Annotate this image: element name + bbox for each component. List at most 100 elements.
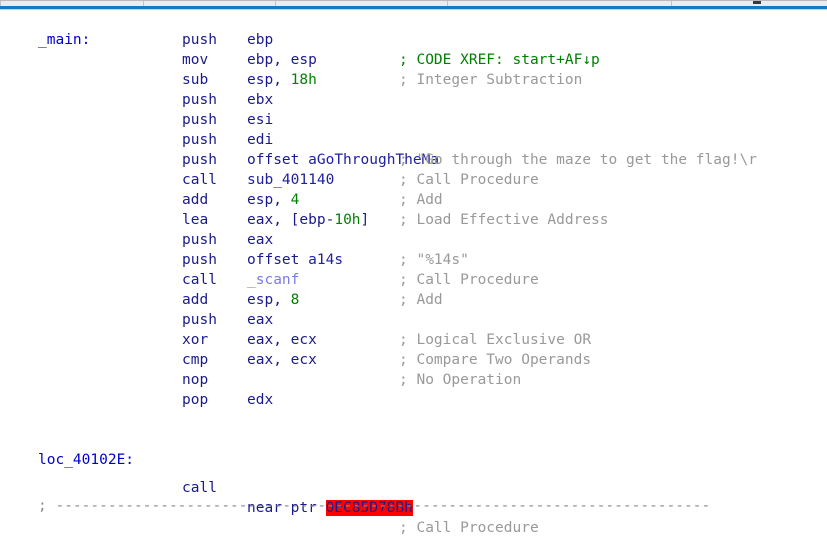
instruction-mnemonic[interactable]: lea: [182, 212, 209, 228]
instruction-mnemonic[interactable]: push: [182, 152, 217, 168]
instruction-row[interactable]: nop ; No Operation: [0, 370, 827, 390]
instruction-comment: ; No Operation: [399, 372, 522, 388]
instruction-operands[interactable]: eax, ecx: [247, 350, 317, 370]
instruction-mnemonic[interactable]: push: [182, 32, 217, 48]
operand-token: ebp: [247, 52, 274, 68]
numeric-literal: 8: [290, 292, 300, 308]
instruction-mnemonic[interactable]: push: [182, 92, 217, 108]
instruction-row[interactable]: push ebx: [0, 90, 827, 110]
operand-token: ebp: [247, 32, 274, 48]
instruction-operands[interactable]: eax: [247, 310, 273, 330]
instruction-comment: ; Call Procedure: [399, 520, 539, 536]
operand-token: eax: [247, 212, 274, 228]
function-label[interactable]: _main:: [38, 32, 91, 48]
instruction-operands[interactable]: sub_401140: [247, 170, 334, 190]
instruction-row[interactable]: push ebp: [0, 30, 827, 50]
operand-token: ecx: [290, 352, 317, 368]
instruction-mnemonic[interactable]: xor: [182, 332, 209, 348]
instruction-operands[interactable]: ebx: [247, 90, 273, 110]
instruction-comment: ; Call Procedure: [399, 172, 539, 188]
accent-rule-shadow: [0, 9, 827, 10]
instruction-row[interactable]: push offset a14s ; "%14s": [0, 250, 827, 270]
instruction-row[interactable]: sub esp, 18h ; Integer Subtraction: [0, 70, 827, 90]
operand-token: ]: [360, 212, 370, 228]
instruction-mnemonic[interactable]: add: [182, 292, 209, 308]
instruction-operands[interactable]: eax, [ebp-10h]: [247, 210, 369, 230]
scroll-thumb-marker[interactable]: [753, 1, 761, 4]
tab-divider: [0, 1, 1, 7]
operand-token: -: [325, 212, 335, 228]
operand-token: ebx: [247, 92, 274, 108]
instruction-mnemonic[interactable]: push: [182, 252, 217, 268]
operand-token: esp: [290, 52, 317, 68]
operand-token: [299, 252, 308, 268]
instruction-operands[interactable]: esp, 4: [247, 190, 299, 210]
instruction-row[interactable]: push esi: [0, 110, 827, 130]
tab-divider: [671, 1, 672, 7]
instruction-row[interactable]: pop edx: [0, 390, 827, 410]
instruction-mnemonic[interactable]: push: [182, 312, 217, 328]
instruction-comment: ; Load Effective Address: [399, 212, 609, 228]
symbol-name[interactable]: a14s: [308, 252, 344, 268]
instruction-row[interactable]: call_scanf; Call Procedure: [0, 270, 827, 290]
instruction-row[interactable]: mov ebp, esp: [0, 50, 827, 70]
instruction-row[interactable]: push edi: [0, 130, 827, 150]
instruction-mnemonic[interactable]: push: [182, 132, 217, 148]
instruction-mnemonic[interactable]: call: [182, 272, 217, 288]
instruction-operands[interactable]: offset aGoThroughTheMa: [247, 150, 439, 170]
loc-label-line[interactable]: loc_40102E:: [0, 430, 827, 468]
operand-token: offset: [247, 152, 300, 168]
instruction-mnemonic[interactable]: add: [182, 192, 209, 208]
instruction-row[interactable]: push eax: [0, 230, 827, 250]
panel-tab-strip[interactable]: [0, 0, 827, 7]
instruction-operands[interactable]: esi: [247, 110, 273, 130]
import-name[interactable]: _scanf: [247, 272, 300, 288]
instruction-comment: ; "%14s": [399, 252, 469, 268]
instruction-comment: ; Add: [399, 192, 443, 208]
operand-token: ,: [273, 352, 291, 368]
instruction-mnemonic[interactable]: pop: [182, 392, 209, 408]
instruction-operands[interactable]: edx: [247, 390, 273, 410]
instruction-mnemonic[interactable]: call: [182, 172, 217, 188]
instruction-row[interactable]: push eax: [0, 310, 827, 330]
instruction-mnemonic[interactable]: mov: [182, 52, 209, 68]
instruction-operands[interactable]: offset a14s: [247, 250, 343, 270]
instruction-operands[interactable]: eax: [247, 230, 273, 250]
operand-token: esp: [247, 192, 274, 208]
loc-label[interactable]: loc_40102E:: [38, 452, 135, 468]
operand-token: edx: [247, 392, 274, 408]
instruction-row[interactable]: xor eax, ecx ; Logical Exclusive OR: [0, 330, 827, 350]
instruction-row[interactable]: add esp, 4 ; Add: [0, 190, 827, 210]
instruction-operands[interactable]: edi: [247, 130, 273, 150]
symbol-name[interactable]: sub_401140: [247, 172, 335, 188]
instruction-mnemonic[interactable]: push: [182, 112, 217, 128]
tab-divider: [447, 1, 448, 7]
instruction-mnemonic[interactable]: push: [182, 232, 217, 248]
instruction-operands[interactable]: esp, 8: [247, 290, 299, 310]
instruction-comment: ; Integer Subtraction: [399, 72, 583, 88]
operand-token: ,: [273, 72, 291, 88]
tab-divider: [275, 1, 276, 7]
instruction-row[interactable]: call sub_401140 ; Call Procedure: [0, 170, 827, 190]
instruction-comment: ; Logical Exclusive OR: [399, 332, 592, 348]
instruction-mnemonic[interactable]: cmp: [182, 352, 209, 368]
instruction-operands[interactable]: ebp, esp: [247, 50, 317, 70]
instruction-operands[interactable]: eax, ecx: [247, 330, 317, 350]
operand-token: eax: [247, 332, 274, 348]
instruction-mnemonic[interactable]: sub: [182, 72, 209, 88]
function-label-line[interactable]: _main: ; CODE XREF: start+AF↓p: [0, 10, 827, 68]
instruction-mnemonic[interactable]: nop: [182, 372, 209, 388]
call-highlight-line[interactable]: call near ptr 0EC85D78Bh ; Call Procedur…: [0, 458, 827, 536]
symbol-name[interactable]: aGoThroughTheMa: [308, 152, 440, 168]
dashed-separator: ; --------------------------------------…: [38, 498, 711, 514]
instruction-operands[interactable]: esp, 18h: [247, 70, 317, 90]
instruction-operands[interactable]: _scanf: [247, 270, 299, 290]
instruction-row[interactable]: lea eax, [ebp-10h] ; Load Effective Addres…: [0, 210, 827, 230]
operand-token: ebp: [299, 212, 326, 228]
instruction-operands[interactable]: ebp: [247, 30, 273, 50]
operand-token: esp: [247, 292, 274, 308]
